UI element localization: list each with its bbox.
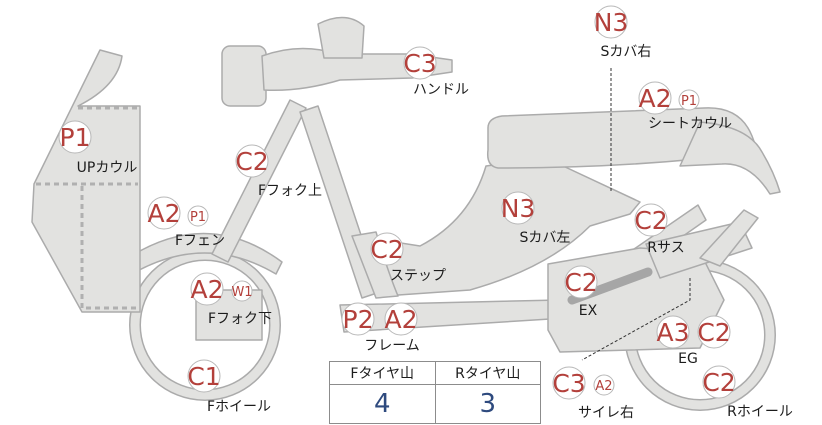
engine-label: EG <box>678 351 698 367</box>
f-fender-label: Fフェン <box>175 233 225 249</box>
seat-cowl-code-1: A2 <box>638 84 671 113</box>
front-tread-value: 4 <box>329 384 436 424</box>
front-tread-header: Fタイヤ山 <box>329 361 436 385</box>
r-suspension-label: Rサス <box>647 240 684 256</box>
r-wheel-label: Rホイール <box>727 404 793 420</box>
handle-label: ハンドル <box>413 82 469 98</box>
tire-tread-table: Fタイヤ山 Rタイヤ山 4 3 <box>329 361 541 424</box>
s-cover-left-label: Sカバ左 <box>520 230 571 246</box>
seat-cowl-label: シートカウル <box>648 116 732 132</box>
exhaust-label: EX <box>579 303 598 319</box>
up-cowl-seams <box>36 106 138 310</box>
f-fender-code-2: P1 <box>190 210 206 225</box>
engine-code-2: C2 <box>697 318 730 347</box>
muffler-right-code-2: A2 <box>595 379 612 394</box>
handle-code: C3 <box>403 49 436 78</box>
s-cover-left-code: N3 <box>501 194 536 223</box>
part-frame: P2 A2 フレーム <box>341 302 420 354</box>
f-fork-lower-label: Fフォク下 <box>208 311 272 327</box>
frame-label: フレーム <box>364 338 420 354</box>
r-wheel-code: C2 <box>702 368 735 397</box>
f-fork-upper-code: C2 <box>235 147 268 176</box>
exhaust-code: C2 <box>564 268 597 297</box>
part-s-cover-right: N3 Sカバ右 <box>594 5 652 60</box>
part-f-fork-upper: C2 Fフォク上 <box>235 144 322 199</box>
s-cover-right-label: Sカバ右 <box>601 44 652 60</box>
rear-tread-value: 3 <box>434 384 541 424</box>
up-cowl-label: UPカウル <box>77 160 138 176</box>
engine-leader <box>581 278 691 361</box>
f-fork-upper-label: Fフォク上 <box>258 183 322 199</box>
rear-tread-header: Rタイヤ山 <box>434 361 541 385</box>
f-fork-lower-code-2: W1 <box>231 285 252 300</box>
part-seat-cowl: A2 P1 シートカウル <box>638 81 732 132</box>
part-handle: C3 ハンドル <box>403 46 469 98</box>
part-step: C2 ステップ <box>370 232 446 284</box>
part-f-wheel: C1 Fホイール <box>187 359 271 415</box>
step-code: C2 <box>370 235 403 264</box>
r-suspension-code: C2 <box>634 206 667 235</box>
part-muffler-right: C3 A2 サイレ右 <box>552 366 634 421</box>
seat-cowl-shape <box>679 121 781 195</box>
muffler-right-label: サイレ右 <box>578 405 634 421</box>
step-label: ステップ <box>390 268 446 284</box>
f-fender-code-1: A2 <box>147 199 180 228</box>
part-up-cowl: P1 UPカウル <box>58 120 138 176</box>
part-exhaust: C2 EX <box>564 265 598 319</box>
frame-code-2: A2 <box>384 305 417 334</box>
f-fork-lower-code-1: A2 <box>190 275 223 304</box>
headlight-shape <box>221 45 267 107</box>
up-cowl-shape <box>31 49 141 313</box>
f-wheel-label: Fホイール <box>207 399 271 415</box>
part-s-cover-left: N3 Sカバ左 <box>501 191 571 246</box>
s-cover-right-code: N3 <box>594 8 629 37</box>
seat-cowl-code-2: P1 <box>681 94 697 109</box>
part-f-fork-lower: A2 W1 Fフォク下 <box>190 272 272 327</box>
mirror-shape <box>317 16 365 59</box>
up-cowl-code: P1 <box>60 123 91 152</box>
engine-code-1: A3 <box>656 318 689 347</box>
frame-code-1: P2 <box>343 305 374 334</box>
rear-arm-shape <box>699 209 759 267</box>
part-r-wheel: C2 Rホイール <box>702 365 793 420</box>
f-wheel-code: C1 <box>187 362 220 391</box>
muffler-right-code-1: C3 <box>552 369 585 398</box>
part-r-suspension: C2 Rサス <box>634 203 685 256</box>
front-fork-upper-shape <box>211 99 307 263</box>
part-engine: A3 C2 EG <box>656 315 731 367</box>
front-fender-shape <box>121 232 283 275</box>
part-f-fender: A2 P1 Fフェン <box>147 196 225 249</box>
